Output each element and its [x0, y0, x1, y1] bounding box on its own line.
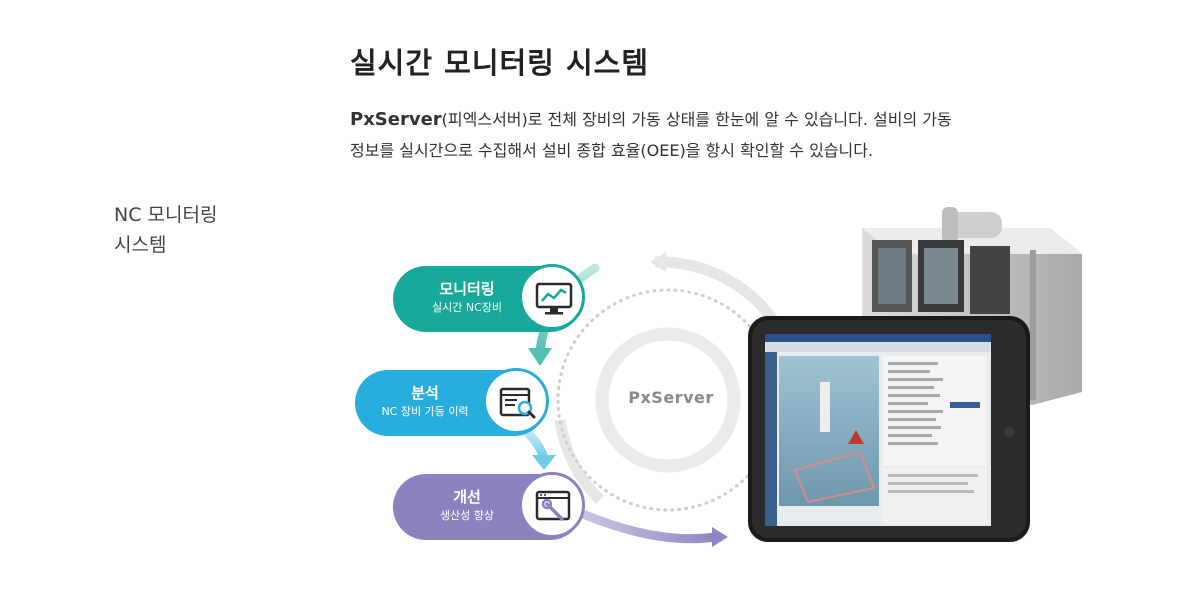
arrow-analysis-to-improve-head — [532, 455, 556, 470]
step-analysis: 분석 NC 장비 가동 이력 — [355, 368, 549, 436]
cycle-arrowhead — [650, 252, 666, 272]
description-line2: 정보를 실시간으로 수집해서 설비 종합 효율(OEE)을 항시 확인할 수 있… — [350, 141, 874, 160]
step-improvement: 개선 생산성 향상 — [393, 472, 585, 540]
arrow-improve-to-device-head — [712, 527, 728, 547]
brand-name: PxServer — [350, 109, 442, 130]
step-monitoring: 모니터링 실시간 NC장비 — [393, 264, 585, 332]
wrench-window-icon — [535, 490, 571, 521]
step-improvement-subtitle: 생산성 향상 — [439, 509, 495, 522]
magnifier-document-icon — [499, 387, 536, 419]
side-label-line2: 시스템 — [114, 234, 167, 256]
arrow-monitor-to-analysis-head — [528, 348, 552, 366]
step-analysis-icon-badge — [483, 368, 549, 434]
description-line1: (피엑스서버)로 전체 장비의 가동 상태를 한눈에 알 수 있습니다. 설비의… — [441, 110, 952, 129]
step-monitoring-subtitle: 실시간 NC장비 — [431, 301, 502, 314]
step-improvement-icon-badge — [519, 472, 585, 538]
step-improvement-title: 개선 — [453, 488, 481, 506]
server-label: PxServer — [628, 388, 714, 407]
step-analysis-title: 분석 — [411, 384, 439, 402]
side-label-line1: NC 모니터링 — [114, 204, 218, 226]
page-title: 실시간 모니터링 시스템 — [350, 46, 649, 80]
arrow-analysis-to-improve — [522, 427, 549, 463]
tablet-device-image — [748, 316, 1030, 542]
step-analysis-subtitle: NC 장비 가동 이력 — [381, 405, 469, 418]
line-chart-monitor-icon — [535, 282, 573, 315]
side-section-label: NC 모니터링 시스템 — [114, 200, 217, 260]
arrow-improve-to-device — [580, 510, 720, 544]
step-monitoring-icon-badge — [519, 264, 585, 330]
step-monitoring-title: 모니터링 — [439, 280, 495, 298]
description: PxServer(피엑스서버)로 전체 장비의 가동 상태를 한눈에 알 수 있… — [350, 104, 1110, 166]
server-ring — [595, 327, 741, 473]
